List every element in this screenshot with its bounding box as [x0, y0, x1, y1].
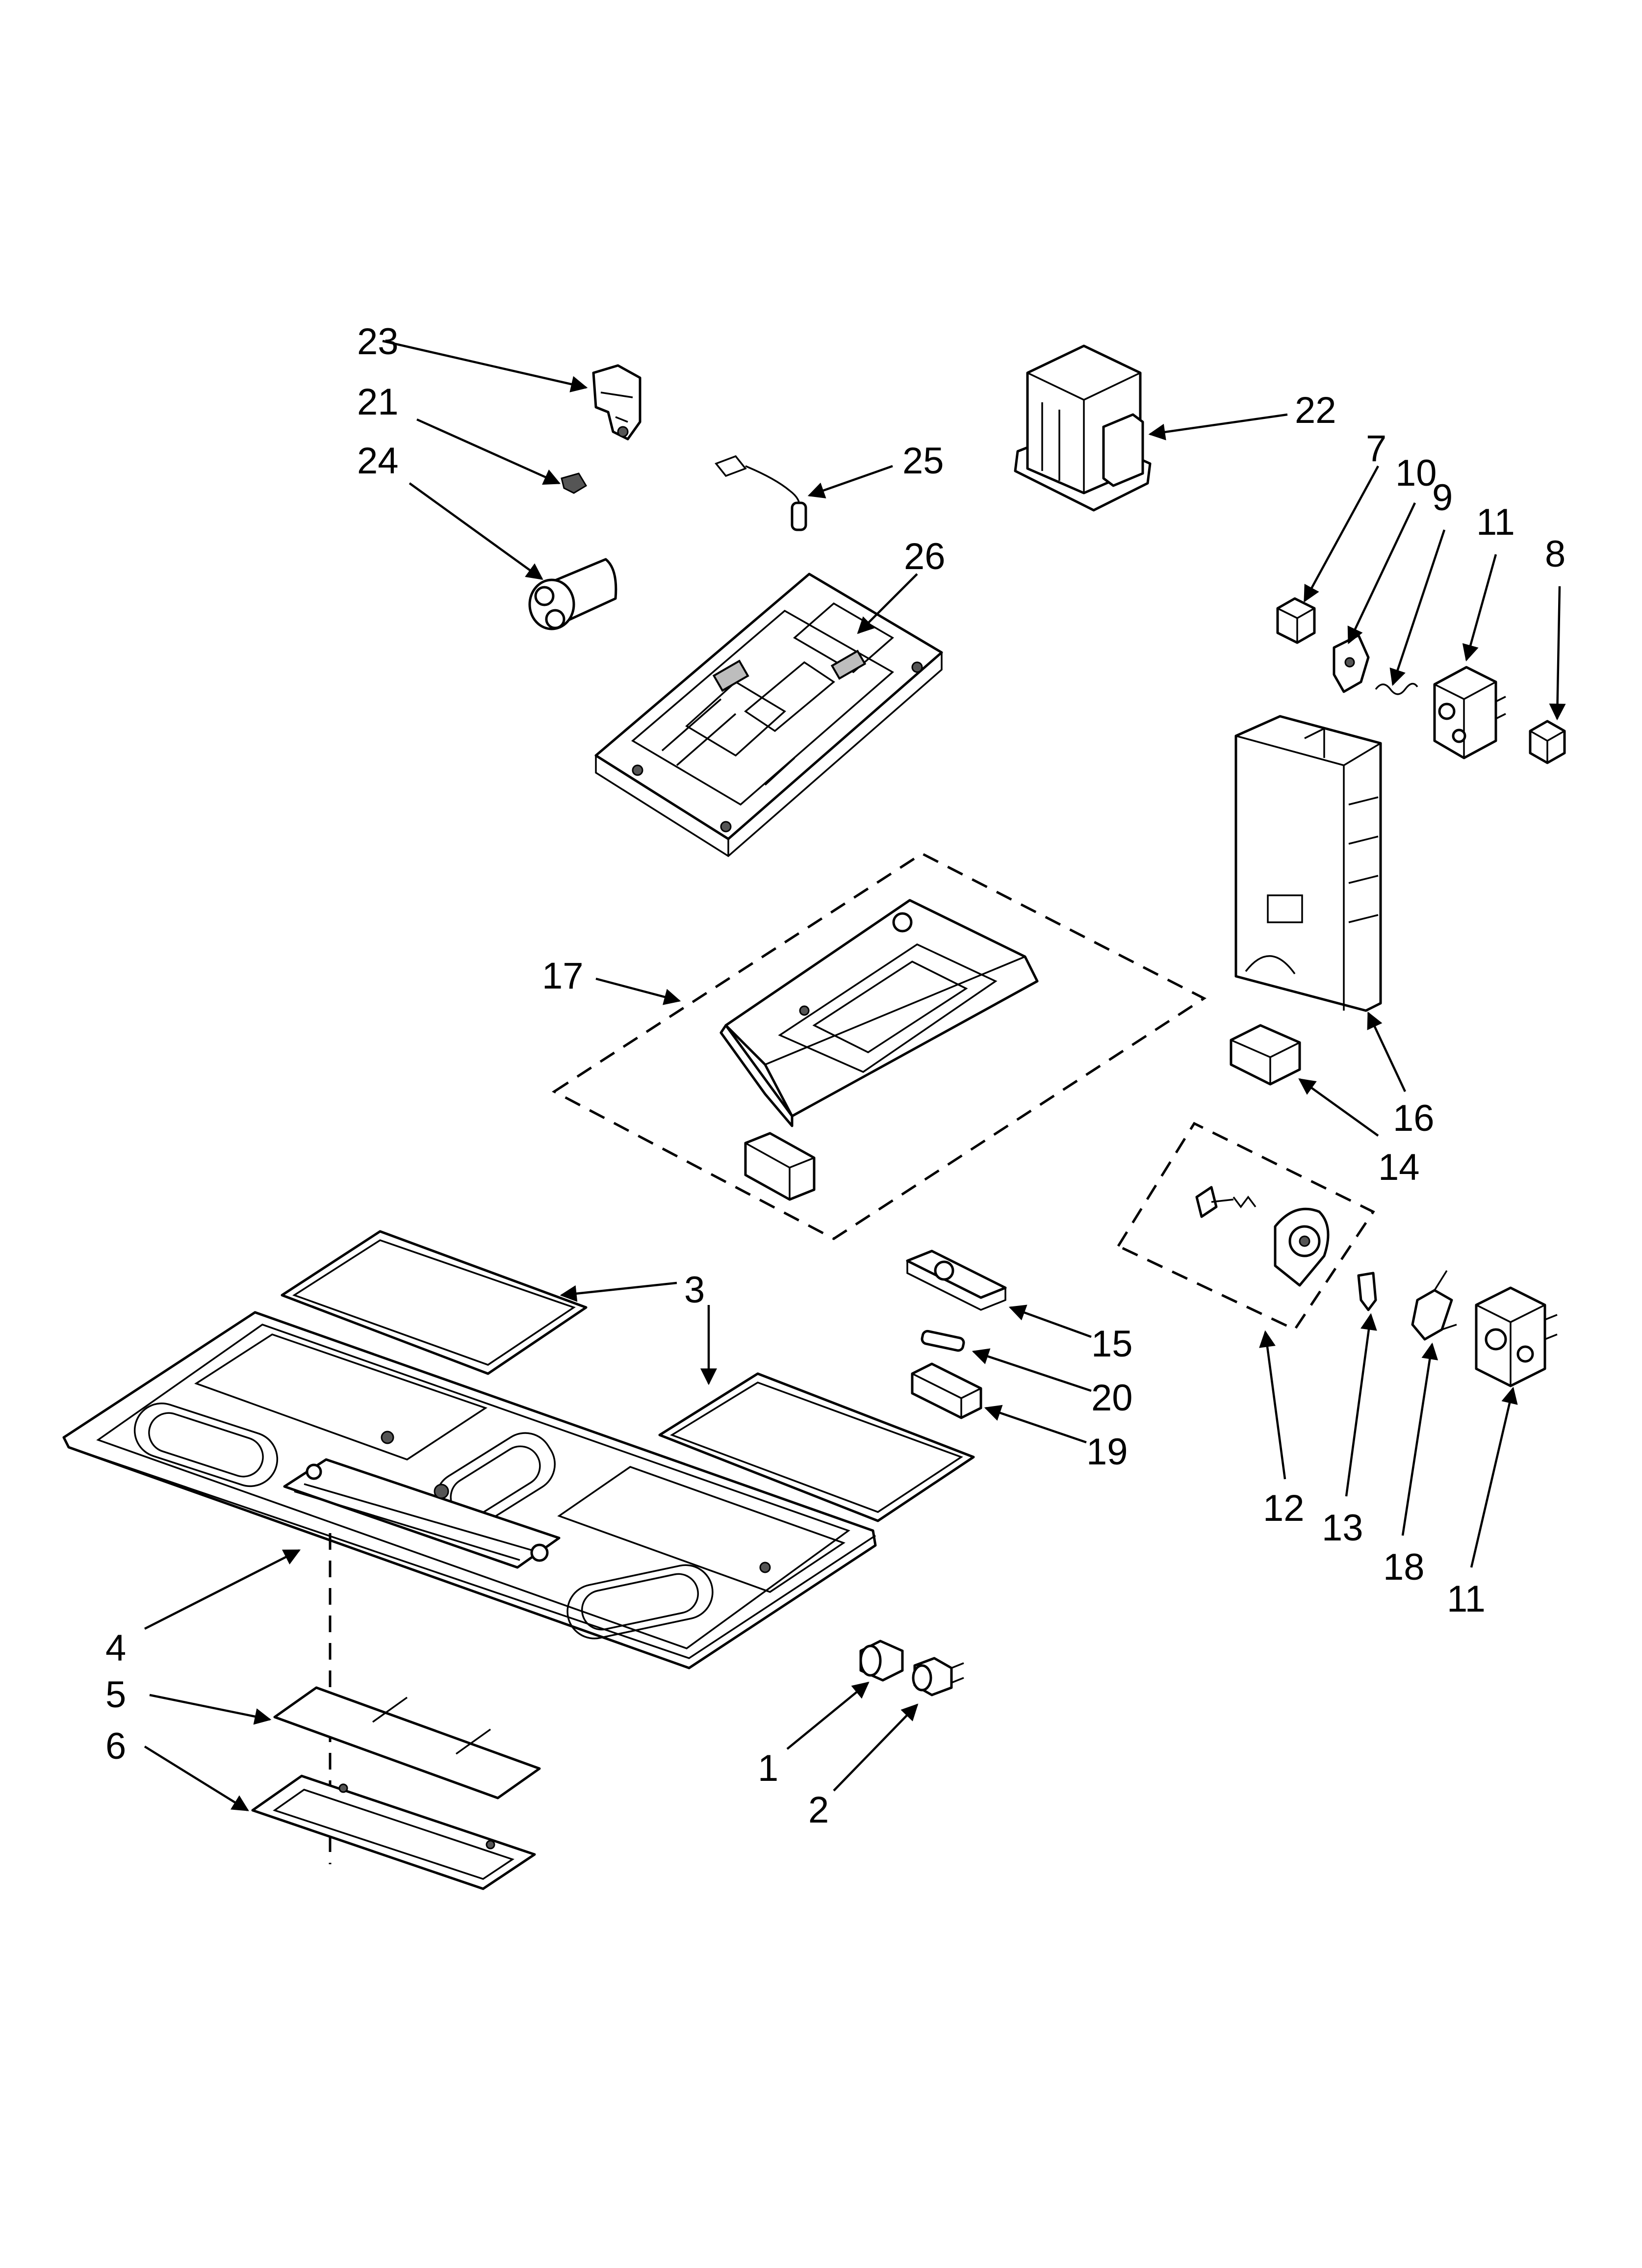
callout-labels: 23 21 24 25 22 26 7 10 9 11 8 17 16 14 3…	[105, 321, 1565, 1831]
callout-18: 18	[1383, 1546, 1425, 1588]
callout-26: 26	[904, 536, 946, 577]
part-2-holder	[912, 1657, 964, 1696]
callout-19: 19	[1086, 1431, 1128, 1473]
part-22-transformer	[1014, 344, 1152, 512]
part-20-fuse	[921, 1330, 965, 1352]
callout-1: 1	[758, 1747, 778, 1789]
part-18-relay	[1411, 1270, 1457, 1341]
part-13-fitting	[1357, 1272, 1377, 1311]
part-4-base-plate	[62, 1311, 877, 1669]
part-9-spring	[1375, 682, 1418, 695]
callout-25: 25	[902, 440, 944, 482]
part-1-socket	[859, 1640, 904, 1682]
callout-20: 20	[1091, 1377, 1133, 1419]
part-3-right-panel	[658, 1372, 975, 1522]
part-3-upper-panel	[281, 1230, 588, 1375]
part-6-frame	[251, 1774, 536, 1890]
part-11-lower-bracket	[1475, 1286, 1558, 1387]
part-16-duct	[1234, 715, 1382, 1012]
part-26-plate	[594, 573, 943, 858]
part-17-small-bracket	[744, 1132, 816, 1201]
group-17-outline	[552, 852, 1206, 1240]
callout-5: 5	[105, 1674, 126, 1716]
callout-11-upper: 11	[1476, 501, 1515, 543]
callout-15: 15	[1091, 1323, 1133, 1365]
callout-3-upper: 3	[684, 1269, 705, 1311]
callout-14: 14	[1378, 1147, 1420, 1188]
callout-9: 9	[1432, 477, 1453, 519]
part-23-bracket	[592, 364, 641, 441]
part-7-switch	[1276, 597, 1316, 644]
callout-23: 23	[357, 321, 399, 363]
group-12-outline	[1116, 1121, 1375, 1331]
part-11-upper-bracket	[1433, 666, 1506, 759]
callout-4: 4	[105, 1627, 126, 1669]
callout-7: 7	[1366, 428, 1386, 469]
part-14-box	[1230, 1024, 1301, 1086]
callout-11-lower: 11	[1447, 1578, 1486, 1620]
leader-lines	[144, 339, 1566, 1811]
callout-2: 2	[808, 1789, 829, 1831]
part-19-holder	[911, 1362, 982, 1419]
part-24-capacitor	[528, 558, 617, 630]
part-12-motor	[1195, 1186, 1330, 1287]
part-5-filter	[273, 1686, 541, 1799]
callout-17: 17	[542, 955, 584, 997]
callout-13: 13	[1322, 1507, 1363, 1549]
part-15-bracket	[906, 1250, 1007, 1311]
part-25-sensor	[715, 455, 807, 531]
part-8-switch	[1529, 720, 1566, 764]
callout-24: 24	[357, 440, 399, 482]
part-17-housing	[719, 899, 1039, 1127]
callout-12: 12	[1263, 1487, 1305, 1529]
callout-6: 6	[105, 1725, 126, 1767]
callout-22: 22	[1295, 390, 1336, 431]
callout-21: 21	[357, 381, 399, 423]
callout-10: 10	[1395, 452, 1437, 494]
part-10-actuator	[1333, 634, 1370, 693]
part-21-clip	[561, 472, 588, 494]
callout-8: 8	[1545, 533, 1565, 575]
callout-16: 16	[1393, 1097, 1435, 1139]
